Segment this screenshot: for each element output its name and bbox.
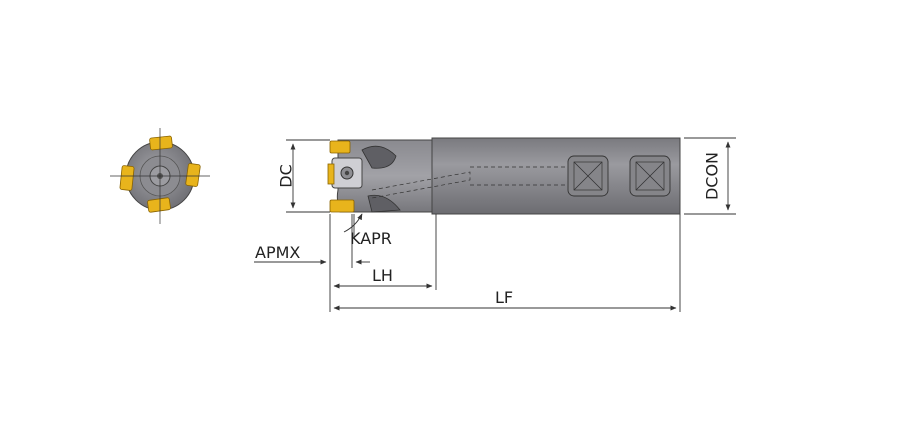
side-view bbox=[327, 137, 681, 215]
label-lh: LH bbox=[372, 266, 393, 285]
end-view-insert-left bbox=[119, 165, 135, 191]
insert-screw-center bbox=[344, 170, 350, 176]
label-kapr: KAPR bbox=[350, 229, 392, 248]
coolant-channel bbox=[371, 171, 471, 199]
label-dcon: DCON bbox=[703, 152, 722, 200]
end-view-insert-right bbox=[185, 163, 201, 187]
chip-pocket-upper bbox=[361, 145, 397, 169]
insert-upper bbox=[329, 140, 351, 154]
label-lf: LF bbox=[495, 288, 513, 307]
label-dc: DC bbox=[277, 164, 296, 188]
end-view bbox=[110, 128, 210, 224]
end-view-insert-bottom bbox=[147, 197, 171, 213]
wrench-flat-2 bbox=[629, 155, 671, 197]
end-view-insert-top bbox=[149, 135, 173, 151]
insert-left-edge bbox=[327, 163, 335, 185]
dimensions bbox=[254, 137, 736, 312]
kapr-arc bbox=[343, 213, 363, 233]
label-apmx: APMX bbox=[255, 243, 300, 262]
insert-lower bbox=[329, 199, 355, 213]
chip-pocket-lower bbox=[367, 194, 401, 213]
wrench-flat-1 bbox=[567, 155, 609, 197]
